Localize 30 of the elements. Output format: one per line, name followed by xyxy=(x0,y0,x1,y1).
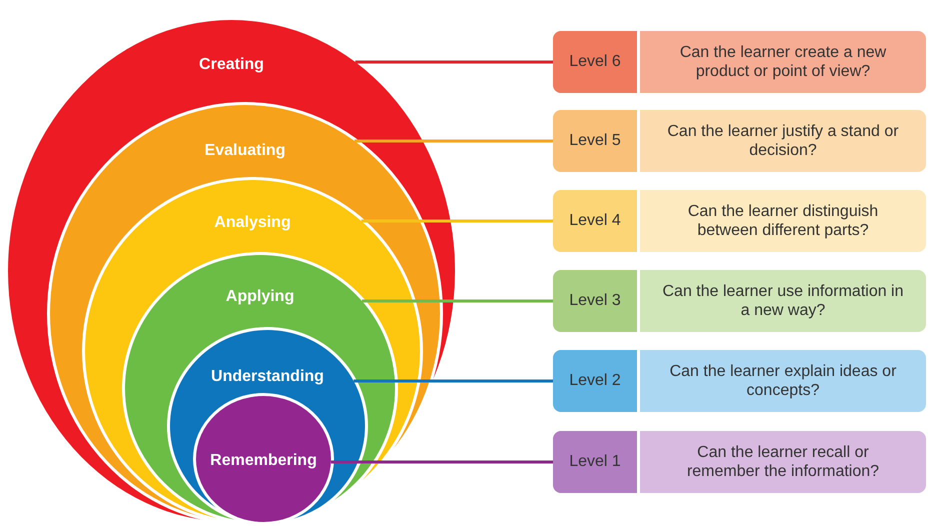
level-label: Creating xyxy=(198,56,265,74)
level-label: Analysing xyxy=(213,214,292,232)
question-text: Can the learner explain ideas or concepts? xyxy=(668,362,898,401)
level-label: Evaluating xyxy=(204,142,286,160)
connector-line xyxy=(361,220,553,222)
question-card xyxy=(553,110,926,172)
level-badge: Level 3 xyxy=(553,270,640,332)
connector-line xyxy=(330,460,553,464)
question-card xyxy=(553,350,926,412)
connector-line xyxy=(362,300,553,302)
level-label: Understanding xyxy=(210,368,325,386)
question-card xyxy=(553,431,926,493)
level-label: Remembering xyxy=(209,452,318,470)
question-card xyxy=(553,31,926,93)
level-badge: Level 2 xyxy=(553,350,640,412)
connector-line xyxy=(354,380,553,382)
connector-line xyxy=(355,60,553,64)
level-badge: Level 5 xyxy=(553,110,640,172)
level-label: Applying xyxy=(224,288,296,306)
level-badge: Level 4 xyxy=(553,190,640,252)
question-text: Can the learner use information in a new way? xyxy=(661,282,905,321)
question-text: Can the learner recall or remember the information? xyxy=(686,442,880,482)
question-text: Can the learner create a new product or point of view? xyxy=(678,42,888,82)
level-badge: Level 1 xyxy=(553,431,640,493)
level-badge: Level 6 xyxy=(553,31,640,93)
question-card xyxy=(553,190,926,252)
connector-line xyxy=(354,140,553,142)
question-text: Can the learner justify a stand or decision? xyxy=(666,122,900,161)
question-text: Can the learner distinguish between different parts? xyxy=(686,202,880,241)
question-card xyxy=(553,270,926,332)
